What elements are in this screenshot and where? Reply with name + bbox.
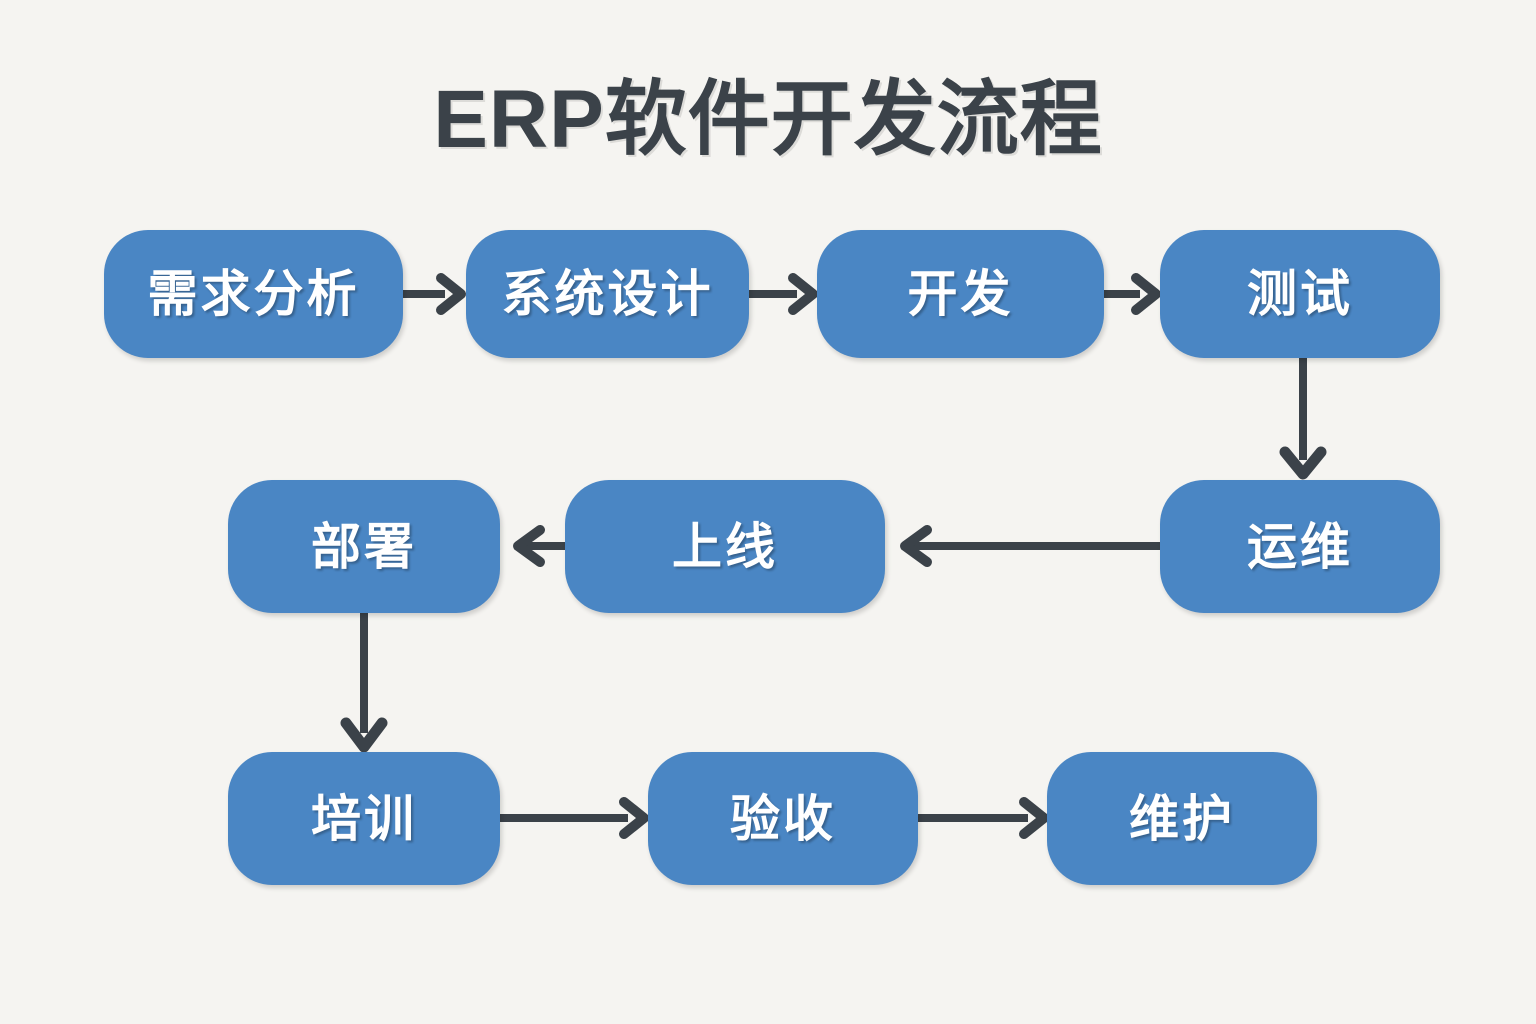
edge-testing-to-operations [1275, 356, 1331, 484]
node-golive[interactable]: 上线 [565, 480, 885, 613]
edge-requirements-to-system-design [403, 272, 468, 316]
page-title: ERP软件开发流程 [433, 74, 1103, 165]
node-testing-label: 测试 [1247, 266, 1353, 322]
node-requirements[interactable]: 需求分析 [104, 230, 403, 358]
node-maintenance[interactable]: 维护 [1047, 752, 1317, 885]
node-operations[interactable]: 运维 [1160, 480, 1440, 613]
node-development-label: 开发 [907, 266, 1014, 322]
node-training[interactable]: 培训 [228, 752, 500, 885]
node-acceptance[interactable]: 验收 [648, 752, 918, 885]
node-requirements-label: 需求分析 [147, 266, 360, 322]
edge-training-to-acceptance [500, 796, 652, 840]
node-deployment[interactable]: 部署 [228, 480, 500, 613]
node-operations-label: 运维 [1247, 518, 1353, 575]
node-system-design[interactable]: 系统设计 [466, 230, 749, 358]
node-development[interactable]: 开发 [817, 230, 1104, 358]
edge-acceptance-to-maintenance [918, 796, 1051, 840]
node-deployment-label: 部署 [311, 518, 417, 575]
node-golive-label: 上线 [672, 518, 778, 575]
edge-system-design-to-development [749, 272, 821, 316]
edge-deployment-to-training [336, 611, 392, 756]
node-training-label: 培训 [311, 790, 417, 847]
edge-development-to-testing [1104, 272, 1164, 316]
node-system-design-label: 系统设计 [501, 266, 714, 322]
node-testing[interactable]: 测试 [1160, 230, 1440, 358]
edge-golive-to-deployment [498, 524, 568, 568]
node-maintenance-label: 维护 [1129, 790, 1235, 847]
node-acceptance-label: 验收 [730, 790, 836, 847]
edge-operations-to-golive [885, 524, 1165, 568]
